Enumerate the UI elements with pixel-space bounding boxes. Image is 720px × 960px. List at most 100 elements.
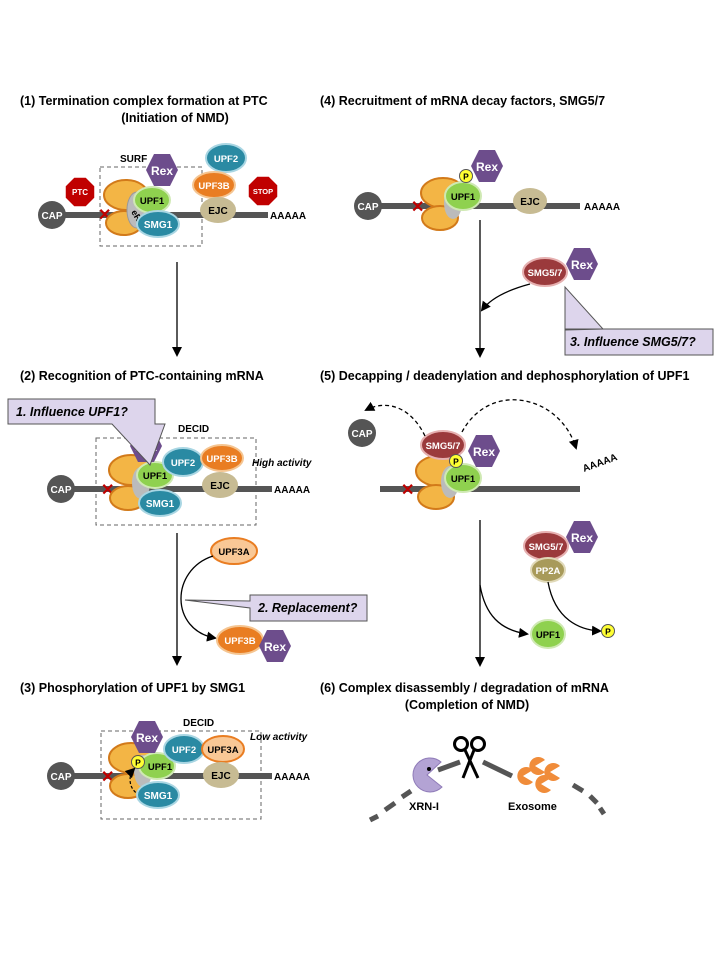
upf2 [205, 143, 247, 173]
ejc [513, 188, 547, 214]
upf1 [444, 463, 482, 493]
upf3b [200, 444, 244, 472]
upf1-label: UPF1 [451, 192, 476, 203]
phosphate-label: P [135, 758, 141, 768]
rex-hexagon [566, 248, 598, 280]
smg1 [138, 489, 182, 517]
panel-6-subtitle: (Completion of NMD) [405, 698, 529, 712]
ptc-stop-sign-icon [64, 176, 96, 208]
upf3a-label: UPF3A [207, 745, 238, 756]
rex-label: Rex [571, 258, 593, 272]
phosphate-label: P [605, 627, 611, 637]
cap-label: CAP [357, 202, 378, 213]
ejc-label: EJC [211, 771, 230, 782]
cap [47, 475, 75, 503]
scissors-icon [453, 736, 486, 779]
decid-label: DECID [178, 424, 209, 435]
panel-4-title: (4) Recruitment of mRNA decay factors, S… [320, 94, 605, 108]
upf3a-label: UPF3A [218, 547, 249, 558]
upf1-label: UPF1 [451, 474, 476, 485]
phosphate [449, 454, 463, 468]
rex-label: Rex [571, 531, 593, 545]
smg1-label: SMG1 [144, 220, 173, 231]
callout-1-text: 1. Influence UPF1? [16, 405, 128, 419]
callout-1-box [7, 398, 166, 466]
callout-2-text: 2. Replacement? [257, 601, 358, 615]
polya-label: AAAAA [581, 452, 619, 475]
phosphorylation-arrow [124, 767, 141, 796]
ptc-mark-icon: ✕ [401, 482, 414, 499]
mrna-fragment [368, 813, 380, 823]
upf1-label: UPF1 [143, 471, 168, 482]
cap-label: CAP [351, 429, 372, 440]
smg57-label: SMG5/7 [528, 268, 563, 279]
cap [47, 762, 75, 790]
polya-label: AAAAA [274, 485, 310, 496]
phosphate-label: P [453, 457, 459, 467]
smg57 [420, 430, 466, 460]
phosphate-release-arrow [547, 581, 602, 636]
upf2-label: UPF2 [171, 458, 195, 469]
panel-6-title: (6) Complex disassembly / degradation of… [320, 681, 609, 695]
rex-label: Rex [473, 445, 495, 459]
rex-label: Rex [136, 731, 158, 745]
smg1 [136, 781, 180, 809]
callout-3-text: 3. Influence SMG5/7? [570, 335, 696, 349]
mrna-fragment [400, 788, 413, 800]
xrn1-eye [427, 767, 431, 771]
ejc [203, 762, 239, 788]
low-activity-label: Low activity [250, 732, 308, 743]
phosphate [131, 755, 145, 769]
ejc-label: EJC [210, 481, 229, 492]
panel-3: (3) Phosphorylation of UPF1 by SMG1 DECI… [20, 681, 310, 820]
surf-label: SURF [120, 154, 147, 165]
panel-2: (2) Recognition of PTC-containing mRNA D… [7, 369, 368, 666]
phosphate-label: P [463, 172, 469, 182]
upf3b-label: UPF3B [224, 636, 255, 647]
upf3b-label: UPF3B [198, 181, 229, 192]
smg57-label: SMG5/7 [426, 441, 461, 452]
upf3b-label: UPF3B [206, 454, 237, 465]
rex-hexagon [146, 154, 178, 186]
cap-label: CAP [41, 211, 62, 222]
phosphate [459, 169, 473, 183]
rex-label: Rex [264, 640, 286, 654]
polya-label: AAAAA [584, 202, 620, 213]
panel-5: (5) Decapping / deadenylation and dephos… [320, 369, 690, 667]
smg1-label: SMG1 [144, 791, 173, 802]
upf1-label: UPF1 [140, 196, 165, 207]
high-activity-label: High activity [252, 458, 312, 469]
rex-hexagon [471, 150, 503, 182]
exosome-label: Exosome [508, 801, 557, 813]
exosome-icon [517, 757, 560, 794]
rex-label: Rex [151, 164, 173, 178]
smg1-label: SMG1 [146, 499, 175, 510]
mrna-fragment [383, 800, 397, 813]
upf1-label: UPF1 [536, 630, 561, 641]
phosphate-released [601, 624, 615, 638]
mrna-fragment [481, 759, 514, 779]
mrna-fragment [597, 806, 607, 816]
rex-hexagon [131, 721, 163, 753]
ptc-label: PTC [72, 188, 88, 197]
mrna-fragment [571, 782, 585, 794]
ptc-mark-icon: ✕ [411, 199, 424, 216]
rex-hexagon [566, 521, 598, 553]
upf2-label: UPF2 [172, 745, 196, 756]
smg57 [522, 257, 568, 287]
cap [38, 201, 66, 229]
xrn1-label: XRN-I [409, 801, 439, 813]
polya-label: AAAAA [270, 211, 306, 222]
panel-4: (4) Recruitment of mRNA decay factors, S… [320, 94, 714, 358]
cap [354, 192, 382, 220]
rex-hexagon [259, 630, 291, 662]
rex-label: Rex [476, 160, 498, 174]
decid-label: DECID [183, 718, 214, 729]
pp2a-label: PP2A [536, 566, 561, 577]
smg1 [136, 210, 180, 238]
callout-3-box [564, 285, 714, 356]
deadenylation-arrow [461, 399, 579, 450]
ejc [200, 197, 236, 223]
upf1-released [530, 619, 566, 649]
